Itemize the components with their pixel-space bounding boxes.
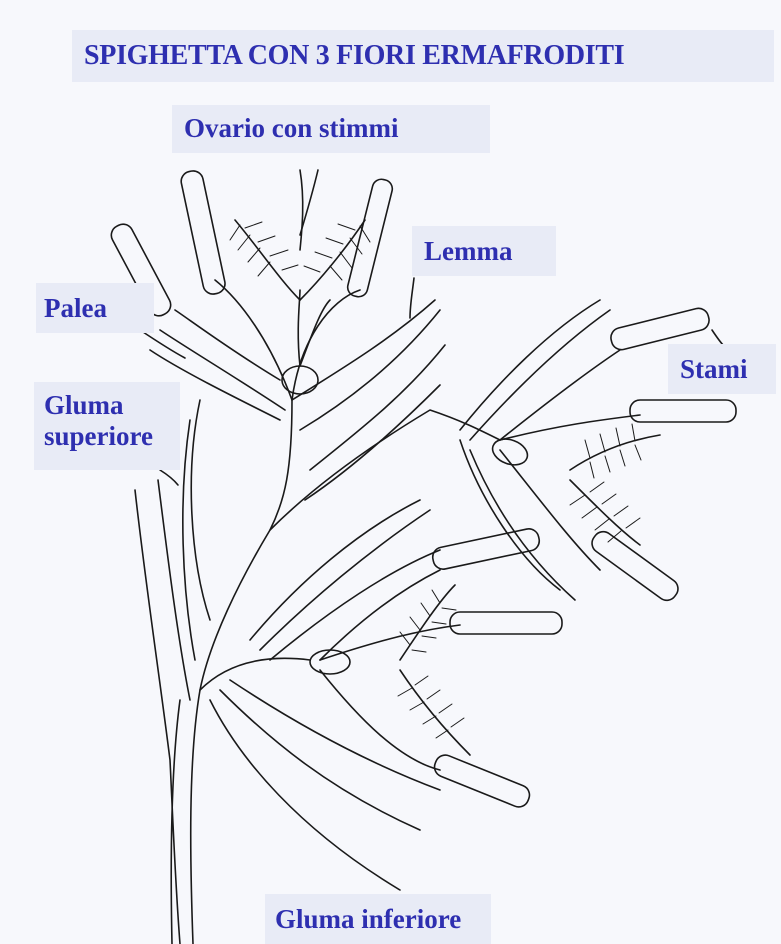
gluma-superiore-drawing (183, 400, 210, 660)
label-gluma-superiore-line1: Gluma (44, 390, 170, 421)
label-lemma: Lemma (412, 226, 556, 276)
label-gluma-superiore-line2: superiore (44, 421, 170, 452)
label-palea: Palea (36, 283, 154, 333)
leader-lines (140, 170, 724, 485)
diagram-title: SPIGHETTA CON 3 FIORI ERMAFRODITI (72, 30, 774, 82)
rachilla-axis (171, 400, 500, 944)
gluma-inferiore-drawing (135, 480, 440, 944)
bracts (150, 300, 610, 660)
label-gluma-superiore: Gluma superiore (34, 382, 180, 470)
label-gluma-inferiore: Gluma inferiore (265, 894, 491, 944)
label-stami: Stami (668, 344, 776, 394)
label-ovario-con-stimmi: Ovario con stimmi (172, 105, 490, 153)
stigmas (230, 220, 660, 755)
